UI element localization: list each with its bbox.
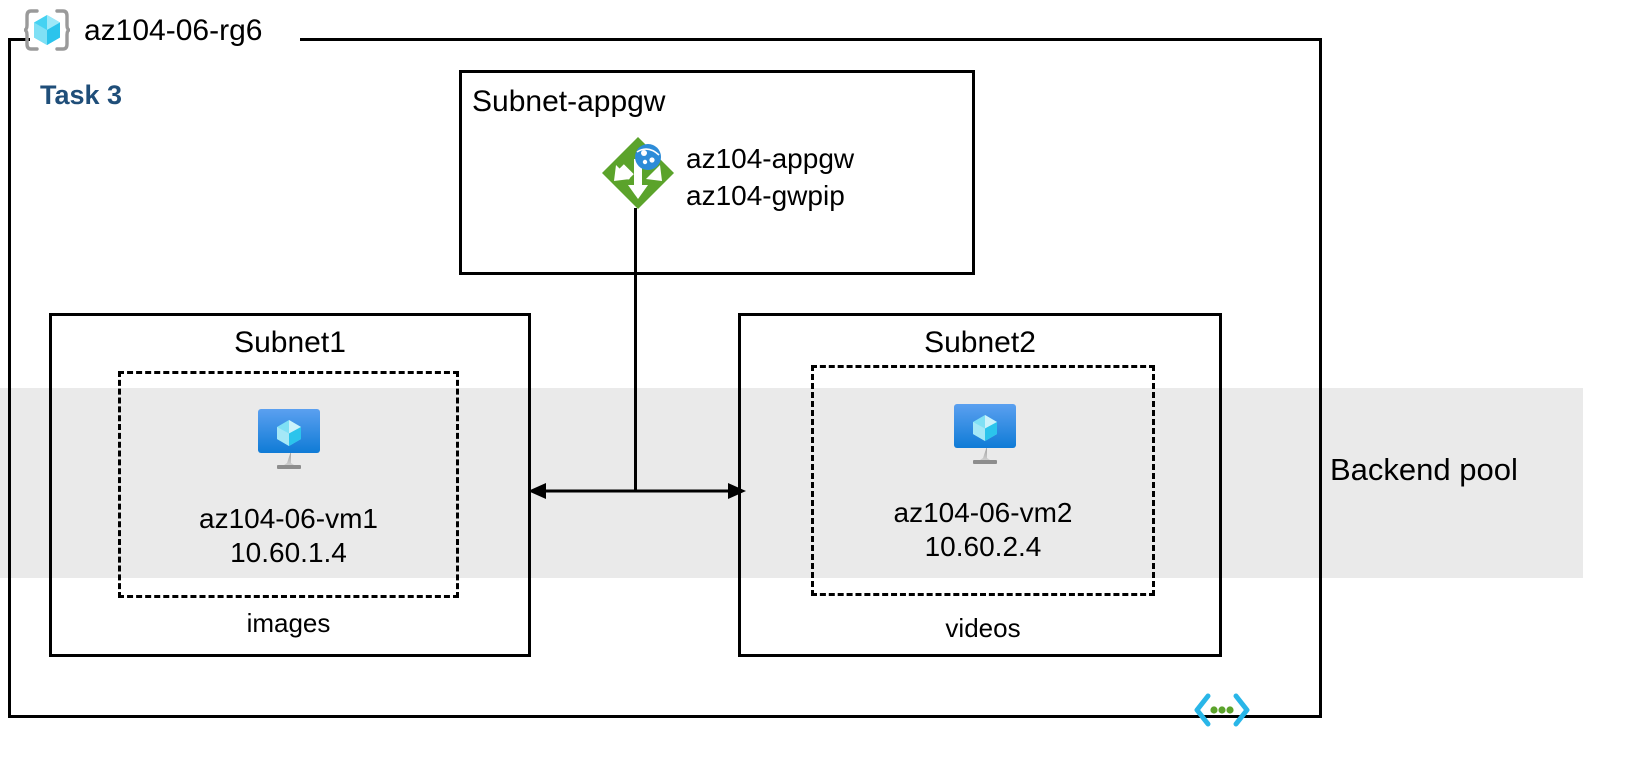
subnet2-box xyxy=(738,313,1222,657)
application-gateway-icon xyxy=(600,135,676,211)
subnet1-inner-caption: images xyxy=(246,608,331,638)
subnet-appgw-title: Subnet-appgw xyxy=(472,85,666,118)
subnet2-title: Subnet2 xyxy=(924,326,1036,359)
virtual-machine-icon xyxy=(251,405,327,471)
appgw-vertical-connector xyxy=(634,208,637,491)
subnet2-inner-caption: videos xyxy=(945,613,1021,643)
backend-pool-label: Backend pool xyxy=(1330,452,1518,487)
subnet1-box xyxy=(49,313,531,657)
rg-border-top-right xyxy=(300,38,1322,41)
vm2-name: az104-06-vm2 xyxy=(893,497,1073,528)
subnet1-dashed-group xyxy=(118,371,459,598)
virtual-machine-icon xyxy=(947,400,1023,466)
appgw-public-ip-name: az104-gwpip xyxy=(686,180,845,211)
subnet1-title: Subnet1 xyxy=(234,326,346,359)
subnet-bidirectional-connector xyxy=(528,483,746,499)
subnet-appgw-box xyxy=(459,70,975,275)
task-label: Task 3 xyxy=(40,80,123,110)
rg-border-top-left xyxy=(8,38,30,41)
resource-group-border xyxy=(8,38,1322,718)
vm2-ip-address: 10.60.2.4 xyxy=(924,531,1042,562)
appgw-resource-name: az104-appgw xyxy=(686,143,855,174)
vm1-name: az104-06-vm1 xyxy=(199,503,378,534)
vm1-ip-address: 10.60.1.4 xyxy=(230,537,347,568)
resource-group-name: az104-06-rg6 xyxy=(84,14,263,47)
resource-group-cube-icon xyxy=(21,7,73,53)
code-brackets-icon xyxy=(1194,692,1250,728)
subnet2-dashed-group xyxy=(811,365,1155,596)
